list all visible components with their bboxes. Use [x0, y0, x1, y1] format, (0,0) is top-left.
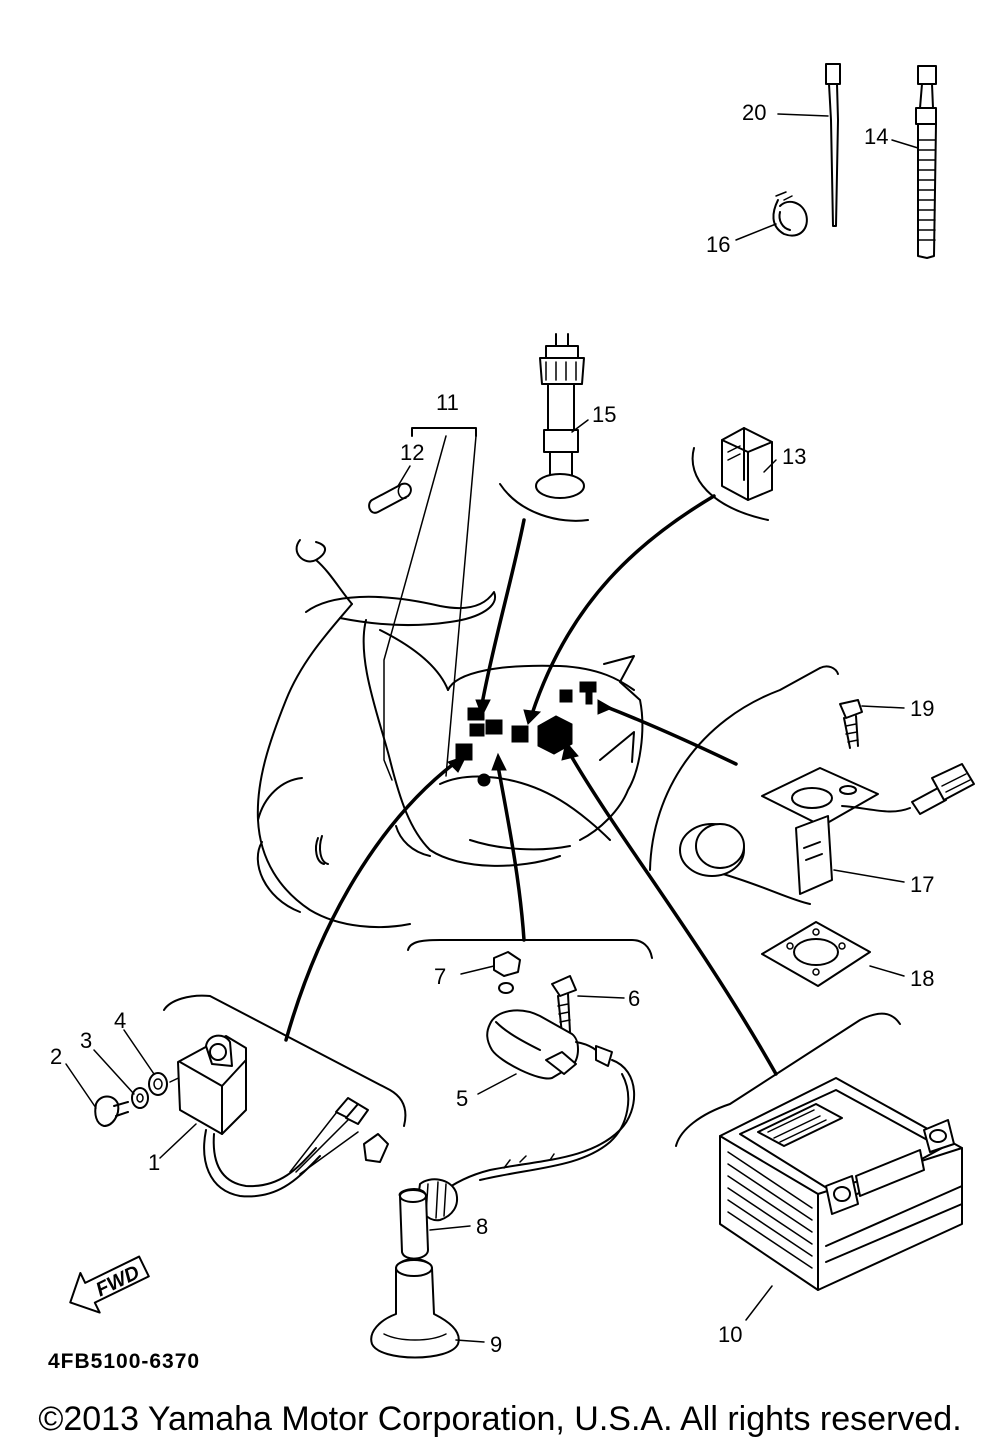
nut-7 [493, 951, 521, 994]
cdi-unit-group [94, 994, 407, 1198]
callout-5: 5 [456, 1086, 468, 1111]
fuse-12 [368, 482, 412, 514]
washer-4 [148, 1072, 168, 1096]
callout-leaders [65, 113, 919, 1343]
callout-13: 13 [782, 444, 806, 469]
cdi-unit-1 [177, 1034, 389, 1198]
callout-15: 15 [592, 402, 616, 427]
cable-tie-20 [825, 63, 841, 227]
battery-10 [719, 1077, 963, 1291]
callout-10: 10 [718, 1322, 742, 1347]
leader-lines [284, 435, 778, 1076]
callout-3: 3 [80, 1028, 92, 1053]
copyright-notice: ©2013 Yamaha Motor Corporation, U.S.A. A… [38, 1400, 962, 1438]
callout-8: 8 [476, 1214, 488, 1239]
callout-4: 4 [114, 1008, 126, 1033]
bolt-19 [839, 699, 863, 749]
callout-9: 9 [490, 1332, 502, 1357]
callout-20: 20 [742, 100, 766, 125]
callout-1: 1 [148, 1150, 160, 1175]
callout-2: 2 [50, 1044, 62, 1069]
callout-16: 16 [706, 232, 730, 257]
spark-plug-cap-8 [398, 1178, 458, 1260]
callout-12: 12 [400, 440, 424, 465]
fuel-sender-17 [679, 763, 975, 905]
ignition-coil-5 [439, 1009, 635, 1195]
callout-labels: 20 14 16 11 12 15 13 19 17 18 7 6 5 8 9 … [50, 100, 934, 1357]
installed-components [455, 681, 597, 787]
battery-group [675, 1012, 963, 1291]
ignition-coil-group [370, 939, 653, 1359]
callout-18: 18 [910, 966, 934, 991]
spring-washer-3 [131, 1087, 149, 1109]
callout-6: 6 [628, 986, 640, 1011]
fwd-arrow: FWD [69, 1255, 150, 1314]
fuel-sender-group [649, 665, 975, 987]
bolt-6 [551, 975, 577, 1035]
main-switch-15 [499, 333, 589, 522]
callout-17: 17 [910, 872, 934, 897]
callout-11: 11 [436, 390, 459, 415]
callout-7: 7 [434, 964, 446, 989]
cable-tie-14 [915, 65, 937, 259]
boot-9 [370, 1258, 460, 1359]
callout-19: 19 [910, 696, 934, 721]
relay-13 [691, 427, 773, 521]
diagram-part-code: 4FB5100-6370 [48, 1350, 201, 1373]
callout-14: 14 [864, 124, 888, 149]
wire-clamp-16 [772, 191, 808, 237]
bracket-11 [411, 427, 477, 437]
screw-2 [94, 1095, 129, 1127]
gasket-18 [761, 921, 871, 987]
